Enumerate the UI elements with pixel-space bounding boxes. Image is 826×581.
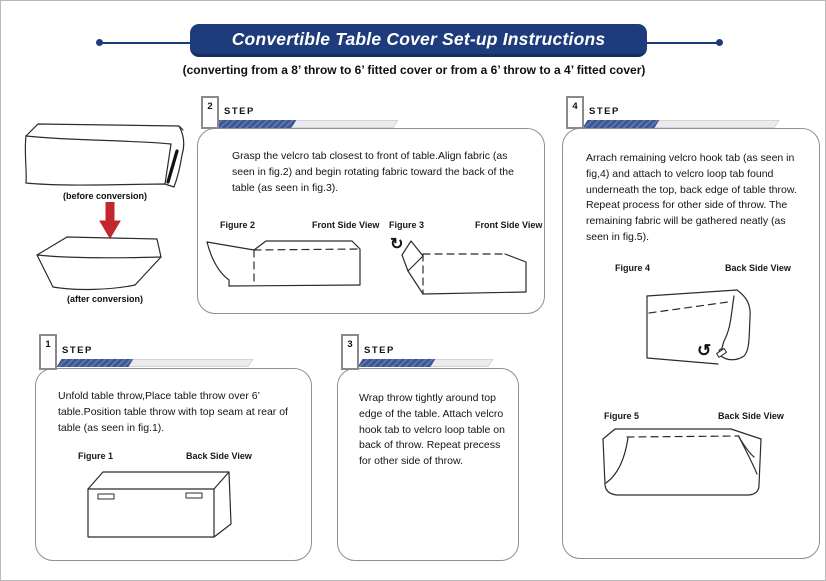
figure1-name: Figure 1 bbox=[78, 451, 114, 461]
figure5-name: Figure 5 bbox=[604, 411, 640, 421]
page-subtitle: (converting from a 8’ throw to 6’ fitted… bbox=[182, 63, 646, 77]
step2-label: STEP bbox=[224, 106, 255, 117]
step2-progress-fill bbox=[211, 120, 297, 128]
after-conversion-label: (after conversion) bbox=[66, 294, 144, 304]
step4-text: Arrach remaining velcro hook tab (as see… bbox=[586, 152, 797, 243]
figure1-view-label: Back Side View bbox=[186, 451, 252, 461]
figure4-view-label: Back Side View bbox=[725, 263, 791, 273]
figure4-drawing bbox=[646, 289, 751, 365]
rotate-counterclockwise-icon: ↺ bbox=[697, 341, 712, 360]
step4-progress-fill bbox=[582, 120, 660, 128]
step1-box bbox=[35, 368, 312, 561]
step1-progress-rest bbox=[128, 359, 254, 367]
step1-label: STEP bbox=[62, 345, 93, 356]
step4-progress-bar bbox=[582, 120, 780, 128]
step3-label: STEP bbox=[364, 345, 395, 356]
step1-text: Unfold table throw,Place table throw ove… bbox=[58, 390, 288, 434]
step2-progress-rest bbox=[291, 120, 399, 128]
step2-progress-bar bbox=[211, 120, 399, 128]
step1-progress-fill bbox=[56, 359, 134, 367]
left-line-dot bbox=[96, 39, 103, 46]
figure2-name: Figure 2 bbox=[220, 220, 256, 230]
step2-number-tab: 2 bbox=[201, 96, 219, 129]
step1-number-tab: 1 bbox=[39, 334, 57, 370]
figure4-name: Figure 4 bbox=[615, 263, 651, 273]
step1-progress-bar bbox=[56, 359, 254, 367]
before-conversion-drawing bbox=[24, 123, 185, 188]
step4-progress-rest bbox=[654, 120, 780, 128]
step3-progress-rest bbox=[430, 359, 494, 367]
title-banner: Convertible Table Cover Set-up Instructi… bbox=[190, 24, 647, 57]
step4-label: STEP bbox=[589, 106, 620, 117]
before-conversion-label: (before conversion) bbox=[62, 191, 147, 201]
rotate-clockwise-icon: ↻ bbox=[390, 236, 404, 253]
step3-box bbox=[337, 368, 519, 561]
right-line-dot bbox=[716, 39, 723, 46]
step3-progress-fill bbox=[357, 359, 436, 367]
page-title: Convertible Table Cover Set-up Instructi… bbox=[231, 28, 606, 49]
step2-box bbox=[197, 128, 545, 314]
figure5-drawing bbox=[602, 428, 762, 496]
figure3-name: Figure 3 bbox=[389, 220, 425, 230]
figure1-drawing bbox=[87, 471, 232, 538]
right-decorative-line bbox=[647, 42, 717, 44]
step3-progress-bar bbox=[357, 359, 494, 367]
figure2-drawing bbox=[206, 240, 361, 287]
figure2-view-label: Front Side View bbox=[312, 220, 380, 230]
after-conversion-drawing bbox=[36, 236, 162, 291]
figure3-view-label: Front Side View bbox=[475, 220, 543, 230]
step4-box bbox=[562, 128, 820, 559]
step2-text: Grasp the velcro tab closest to front of… bbox=[232, 150, 514, 194]
figure5-view-label: Back Side View bbox=[718, 411, 784, 421]
step3-number-tab: 3 bbox=[341, 334, 359, 370]
left-decorative-line bbox=[101, 42, 190, 44]
step4-number-tab: 4 bbox=[566, 96, 584, 129]
figure3-drawing bbox=[401, 240, 527, 295]
step3-text: Wrap throw tightly around top edge of th… bbox=[359, 392, 505, 467]
down-arrow-icon bbox=[99, 202, 121, 239]
